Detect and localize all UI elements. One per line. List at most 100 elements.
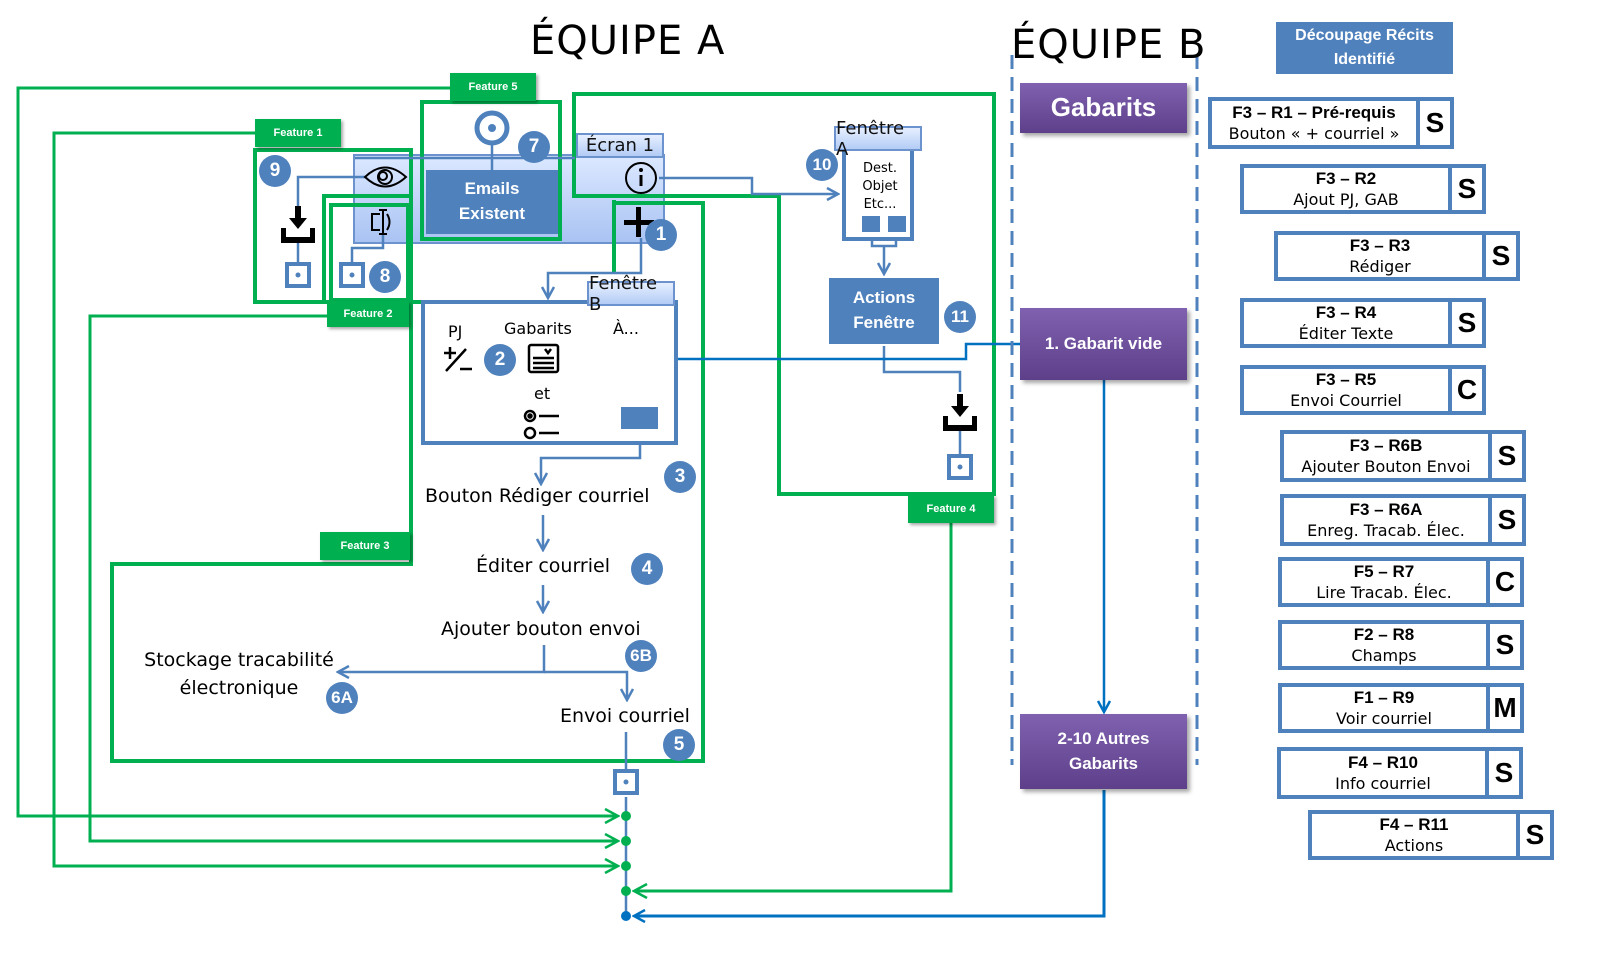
send-step: Envoi courriel (560, 705, 690, 727)
dot-feature5 (621, 811, 631, 821)
info-icon (625, 162, 657, 194)
story-text: F4 – R10 Info courriel (1281, 751, 1485, 795)
emails-line2: Existent (458, 204, 526, 223)
story-desc: Voir courriel (1336, 708, 1432, 728)
story-code: F3 – R6A (1349, 499, 1423, 519)
window-a-tab: Fenêtre A (834, 118, 922, 160)
story-text: F3 – R6A Enreg. Tracab. Élec. (1284, 498, 1488, 542)
storage-step: Stockage tracabilité électronique (144, 646, 334, 702)
feature5-outline (420, 100, 562, 241)
window-a-etc: Etc... (863, 197, 897, 212)
story-text: F3 – R5 Envoi Courriel (1244, 369, 1448, 411)
story-card: F3 – R4 Éditer Texte S (1240, 298, 1486, 348)
badge-4: 4 (631, 553, 663, 585)
actions-window-box: Actions Fenêtre (829, 278, 939, 344)
story-size: S (1416, 101, 1450, 145)
badge-9: 9 (259, 155, 291, 187)
other-templates-line2: Gabarits (1069, 753, 1138, 773)
gabarits-label: Gabarits (504, 319, 572, 338)
feature2-label: Feature 2 (327, 301, 409, 327)
add-to-send-line (544, 670, 627, 700)
story-desc: Enreg. Tracab. Élec. (1307, 520, 1465, 540)
story-desc: Info courriel (1335, 773, 1431, 793)
story-size: S (1488, 498, 1522, 542)
story-text: F2 – R8 Champs (1282, 624, 1486, 666)
story-code: F1 – R9 (1353, 687, 1415, 707)
story-card: F3 – R3 Rédiger S (1274, 231, 1520, 281)
emails-existent-box: Emails Existent (426, 170, 558, 234)
story-size: S (1482, 235, 1516, 277)
empty-template-box: 1. Gabarit vide (1020, 308, 1187, 380)
window-a-dest: Dest. (862, 161, 897, 176)
add-send-step: Ajouter bouton envoi (441, 618, 641, 640)
story-card: F3 – R1 – Pré-requis Bouton « + courriel… (1208, 97, 1454, 149)
storage-line2: électronique (179, 677, 299, 699)
story-card: F4 – R10 Info courriel S (1277, 747, 1523, 799)
storage-line1: Stockage tracabilité (144, 649, 334, 671)
other-templates-box: 2-10 Autres Gabarits (1020, 714, 1187, 789)
feature2-return-line (88, 314, 618, 841)
gabarits-return-line (634, 790, 1106, 916)
story-size: M (1486, 687, 1520, 729)
feature1-label: Feature 1 (255, 119, 341, 147)
window-a-button-2 (888, 216, 906, 232)
story-card: F1 – R9 Voir courriel M (1278, 683, 1524, 733)
actions-line1: Actions (852, 288, 916, 308)
field-to-square-line (350, 233, 385, 263)
story-code: F3 – R3 (1349, 235, 1411, 255)
story-desc: Lire Tracab. Élec. (1316, 582, 1452, 602)
story-size: C (1448, 369, 1482, 411)
story-code: F3 – R5 (1315, 369, 1377, 389)
emails-line1: Emails (464, 179, 520, 199)
story-size: S (1485, 751, 1519, 795)
plus-to-window-b-line (548, 238, 643, 298)
story-size: S (1516, 814, 1550, 856)
stories-header: Découpage Récits Identifié (1276, 22, 1453, 74)
story-card: F3 – R6A Enreg. Tracab. Élec. S (1280, 494, 1526, 546)
story-code: F3 – R4 (1315, 302, 1377, 322)
feature3-outline (110, 200, 705, 763)
feedback-lines (16, 86, 953, 891)
story-size: S (1448, 168, 1482, 210)
story-code: F3 – R2 (1315, 168, 1377, 188)
gabarit-vide-to-gabarits-line (566, 342, 1022, 359)
download-icon-9 (281, 206, 315, 243)
team-a-title: ÉQUIPE A (530, 18, 726, 64)
story-text: F5 – R7 Lire Tracab. Élec. (1282, 561, 1486, 603)
window-b-tab: Fenêtre B (587, 273, 675, 315)
story-text: F3 – R6B Ajouter Bouton Envoi (1284, 434, 1488, 478)
eye-to-download-line (296, 175, 365, 207)
feature2-outer-outline (322, 194, 411, 300)
actions-line2: Fenêtre (853, 313, 915, 332)
team-b-divider (1010, 55, 1199, 765)
badge-6a: 6A (326, 682, 358, 714)
story-card: F4 – R11 Actions S (1308, 810, 1554, 860)
story-text: F1 – R9 Voir courriel (1282, 687, 1486, 729)
convergence-dots (621, 811, 631, 921)
story-card: F5 – R7 Lire Tracab. Élec. C (1278, 557, 1524, 607)
story-code: F5 – R7 (1353, 561, 1415, 581)
story-card: F3 – R2 Ajout PJ, GAB S (1240, 164, 1486, 214)
dot-feature4 (621, 886, 631, 896)
story-size: S (1448, 302, 1482, 344)
feature5-label: Feature 5 (450, 73, 536, 101)
feature5-return-line (16, 86, 618, 816)
story-card: F3 – R5 Envoi Courriel C (1240, 365, 1486, 415)
badge-3: 3 (664, 461, 696, 493)
badge-10: 10 (806, 149, 838, 181)
pj-label: PJ (448, 322, 463, 341)
story-text: F3 – R4 Éditer Texte (1244, 302, 1448, 344)
story-size: S (1486, 624, 1520, 666)
gabarits-header: Gabarits (1020, 83, 1187, 133)
actions-to-download-line (882, 346, 962, 392)
story-card: F3 – R6B Ajouter Bouton Envoi S (1280, 430, 1526, 482)
badge-8: 8 (369, 261, 401, 293)
download-icon-11 (943, 394, 977, 431)
feature1-return-line (52, 131, 618, 866)
feature2-outline (329, 203, 410, 302)
badge-11: 11 (944, 301, 976, 333)
plus-icon (624, 207, 654, 237)
badge-6b: 6B (625, 640, 657, 672)
window-a-button-1 (862, 216, 880, 232)
